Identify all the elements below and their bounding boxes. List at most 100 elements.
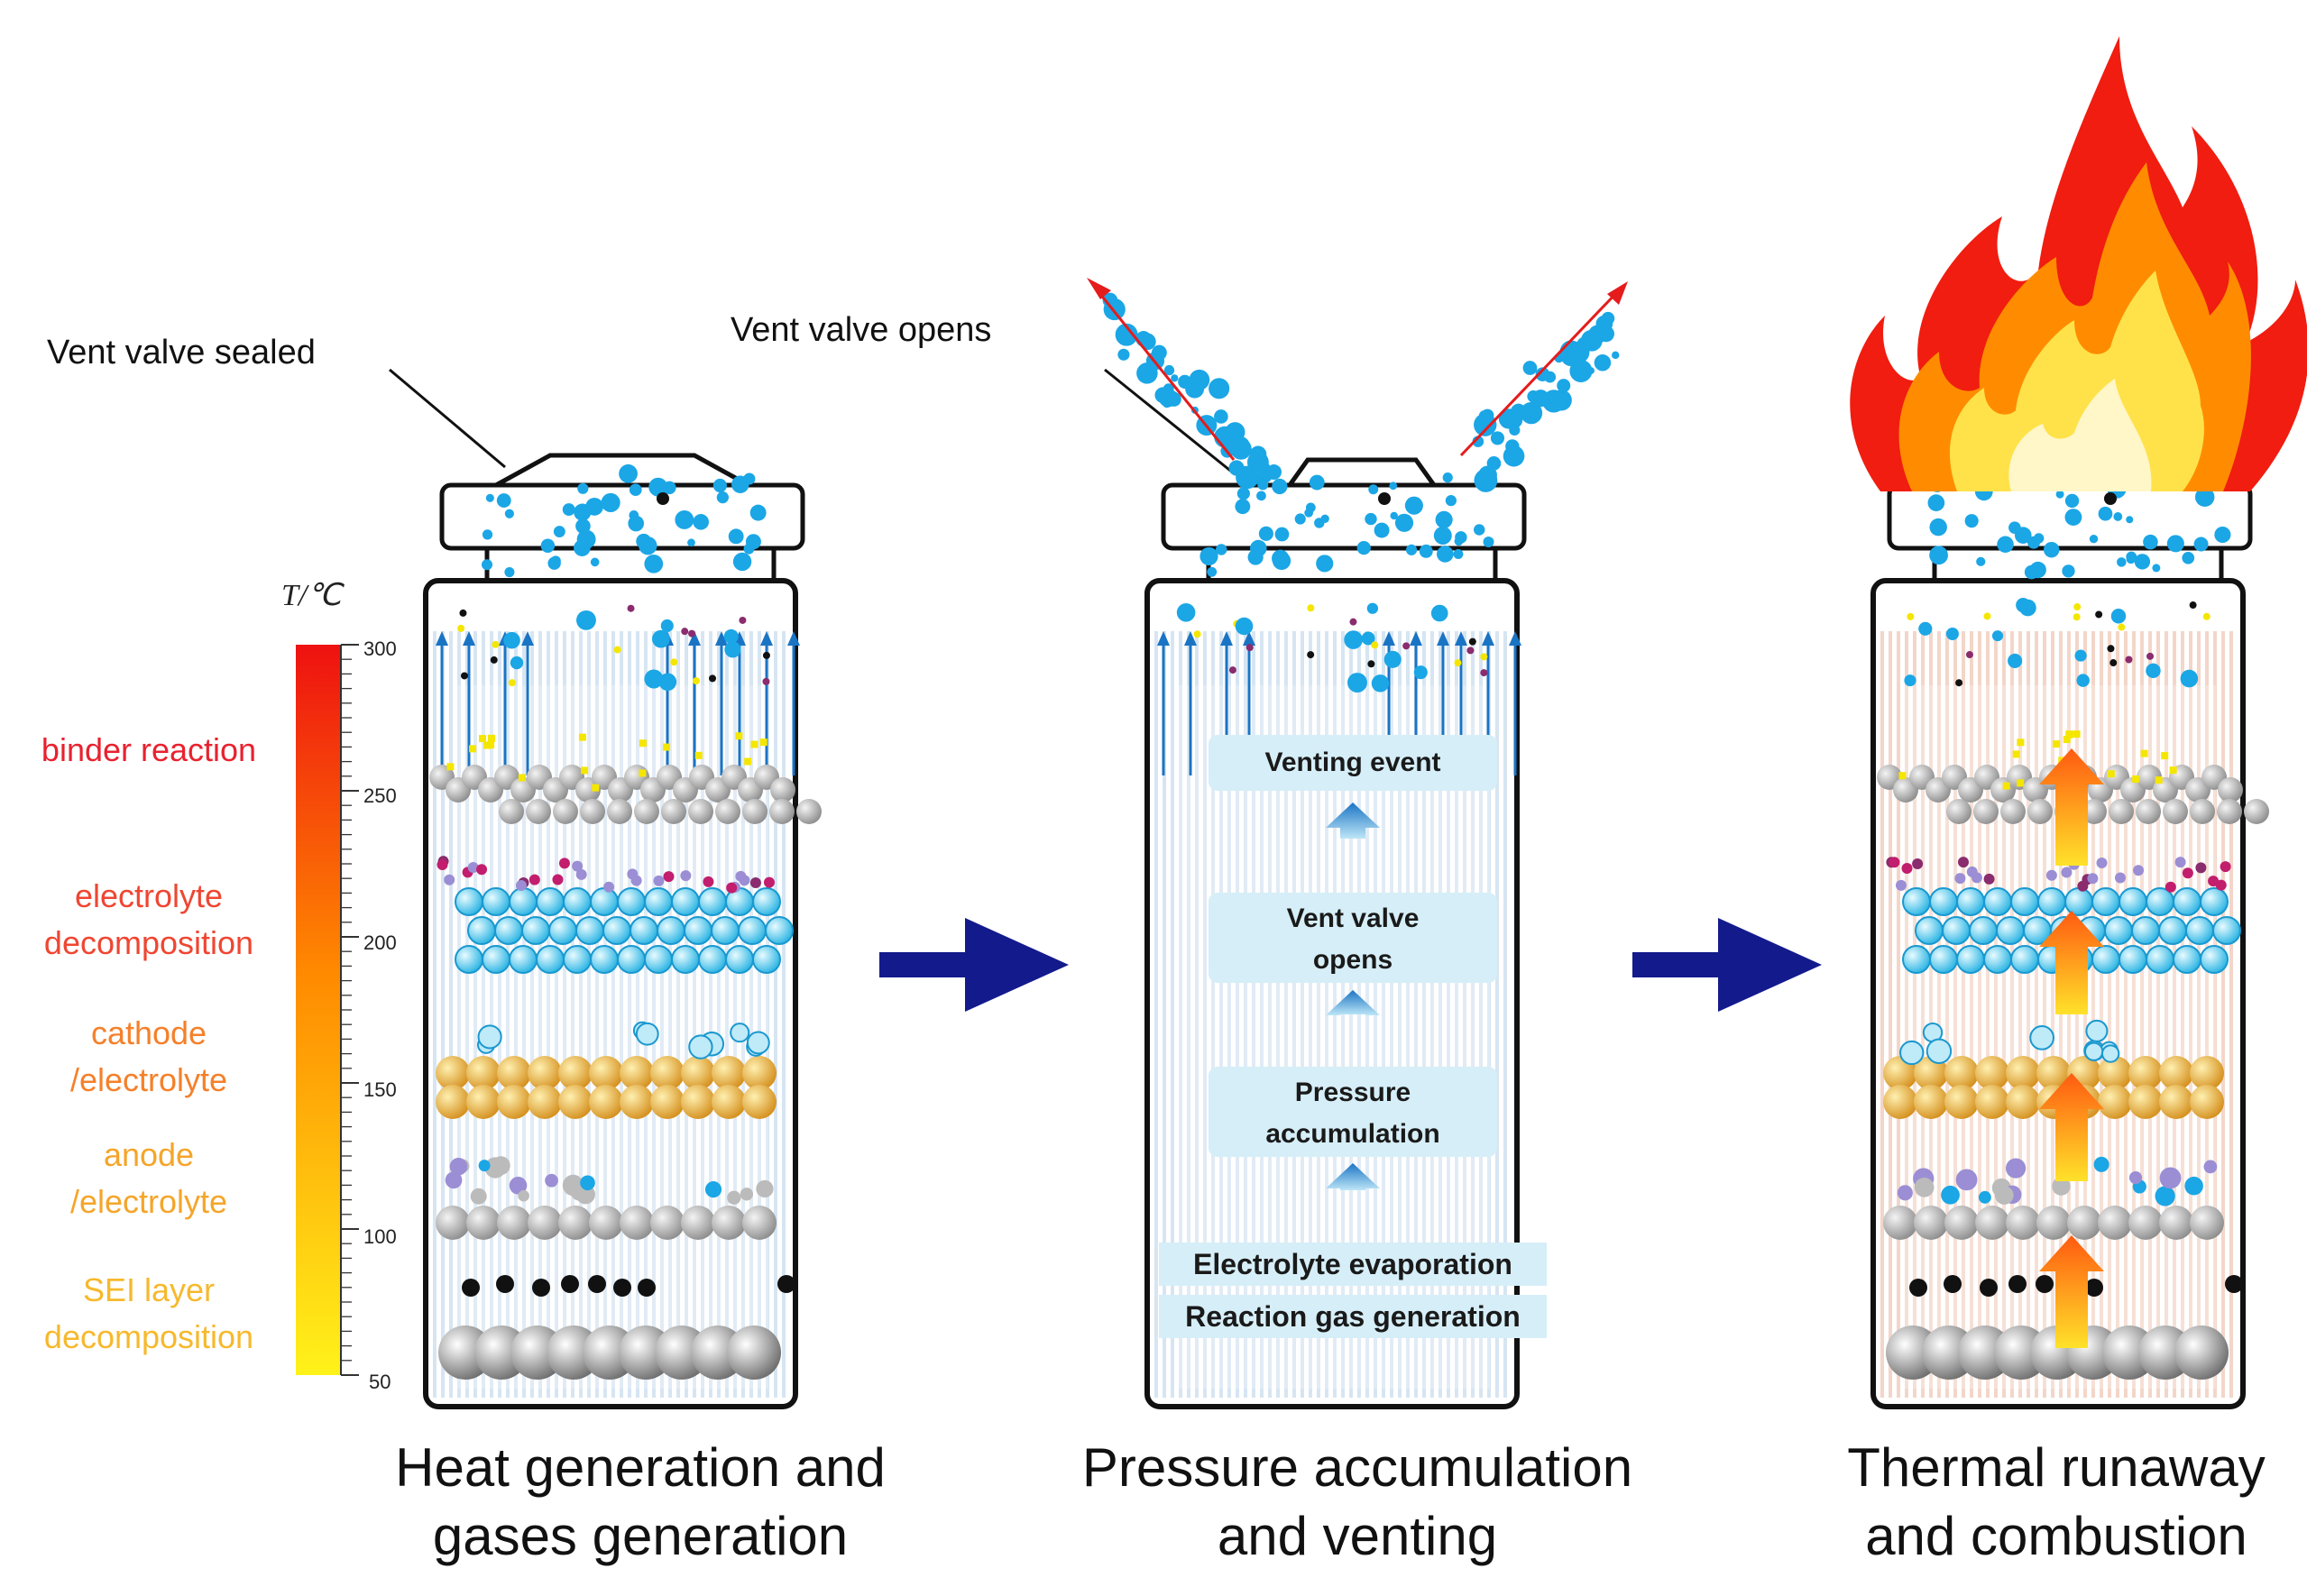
gas-bubble [504,567,515,578]
particle [2109,659,2118,667]
electrolyte-bubble [2200,945,2229,974]
tick-label-50: 50 [369,1371,391,1393]
decomposition-particle [515,879,527,891]
decomposition-particle [703,876,714,887]
stripe [1986,631,1990,1398]
particle [508,679,516,687]
gas-bubble [577,482,589,494]
binder-fragment [2161,752,2169,760]
electrolyte-bubble [657,916,685,945]
process-arrow [1326,990,1380,1015]
gas-bubble [2113,512,2123,521]
electrolyte-bubble [1969,916,1998,945]
particle [1918,621,1933,636]
stripe [2010,631,2014,1398]
stripe [758,631,761,1398]
stripe [1154,631,1158,1398]
binder-fragment [2012,750,2020,758]
cathode-particle [1914,1056,1948,1090]
anode-particle-small [1914,1178,1935,1197]
anode-particle [2036,1206,2071,1240]
gas-bubble [576,529,596,549]
stripe [1905,631,1908,1398]
particle [1307,604,1315,612]
vent-direction-left [1094,288,1236,461]
gas-bubble [1207,566,1218,577]
gas-bubble [1368,484,1379,495]
binder-fragment [2065,730,2073,738]
particle [1991,630,2004,642]
particle [660,619,674,633]
stripe [2035,631,2038,1398]
stage-arrow-1 [879,918,1069,1012]
sei-particle [1944,1275,1962,1293]
stripe [2165,631,2168,1398]
stripe [1203,631,1207,1398]
stripe [465,631,469,1398]
gas-bubble [619,463,638,483]
vent-gas-bubble [1225,422,1245,443]
stripe [1897,631,1900,1398]
anode-particle [2006,1206,2040,1240]
stripe [2140,631,2144,1398]
particle [688,629,696,637]
decomposition-particle [528,874,540,885]
cathode-particle [528,1056,562,1090]
stripe [571,631,574,1398]
cathode-particle [497,1056,531,1090]
stripe [636,631,639,1398]
vent-gas-bubble [1166,391,1181,407]
flow-arrow-head [787,631,800,646]
anode-particle-small [562,1174,584,1197]
stripe [587,631,591,1398]
anode-particle [712,1206,746,1240]
cathode-particle [1883,1085,1917,1119]
electrolyte-bubble [730,1023,750,1043]
cathode-particle [712,1056,746,1090]
cathode-particle [712,1085,746,1119]
decomposition-particle [749,877,761,889]
sei-particle [1980,1279,1998,1297]
decomposition-particle [1901,863,1913,875]
stripe [449,631,453,1398]
gas-bubble [2089,534,2099,544]
stripe [1414,631,1418,1398]
particle [576,610,596,630]
heat-arrow [2039,1235,2104,1348]
stripe [1236,631,1239,1398]
decomposition-particle [680,870,692,882]
stripe [2002,631,2006,1398]
gas-bubble [1320,514,1329,524]
particle [1371,674,1390,693]
particle [1965,651,1973,659]
stripe [1179,631,1182,1398]
electrolyte-bubble [698,945,727,974]
particle [1176,603,1196,622]
stripe [563,631,566,1398]
process-arrows [1326,803,1380,1190]
gas-bubble [553,526,565,538]
electrolyte-bubble [536,945,565,974]
binder-particle [1973,799,1999,824]
sei-particle [638,1279,656,1297]
anode-particle [436,1206,470,1240]
electrolyte-bubble [1942,916,1971,945]
stripe [538,631,542,1398]
binder-particle [769,799,795,824]
electrolyte-bubble [1915,916,1944,945]
tick-label-200: 200 [363,931,397,954]
particle [1245,644,1254,652]
gas-bubble [1419,544,1433,558]
gas-bubble [504,509,514,518]
anode-particle-small [2203,1160,2218,1174]
vent-gas-bubble [1522,361,1538,375]
particle [2146,652,2155,660]
particle [681,628,689,636]
anode-particle-small [545,1173,558,1188]
stripe [514,631,518,1398]
stripe [1479,631,1483,1398]
